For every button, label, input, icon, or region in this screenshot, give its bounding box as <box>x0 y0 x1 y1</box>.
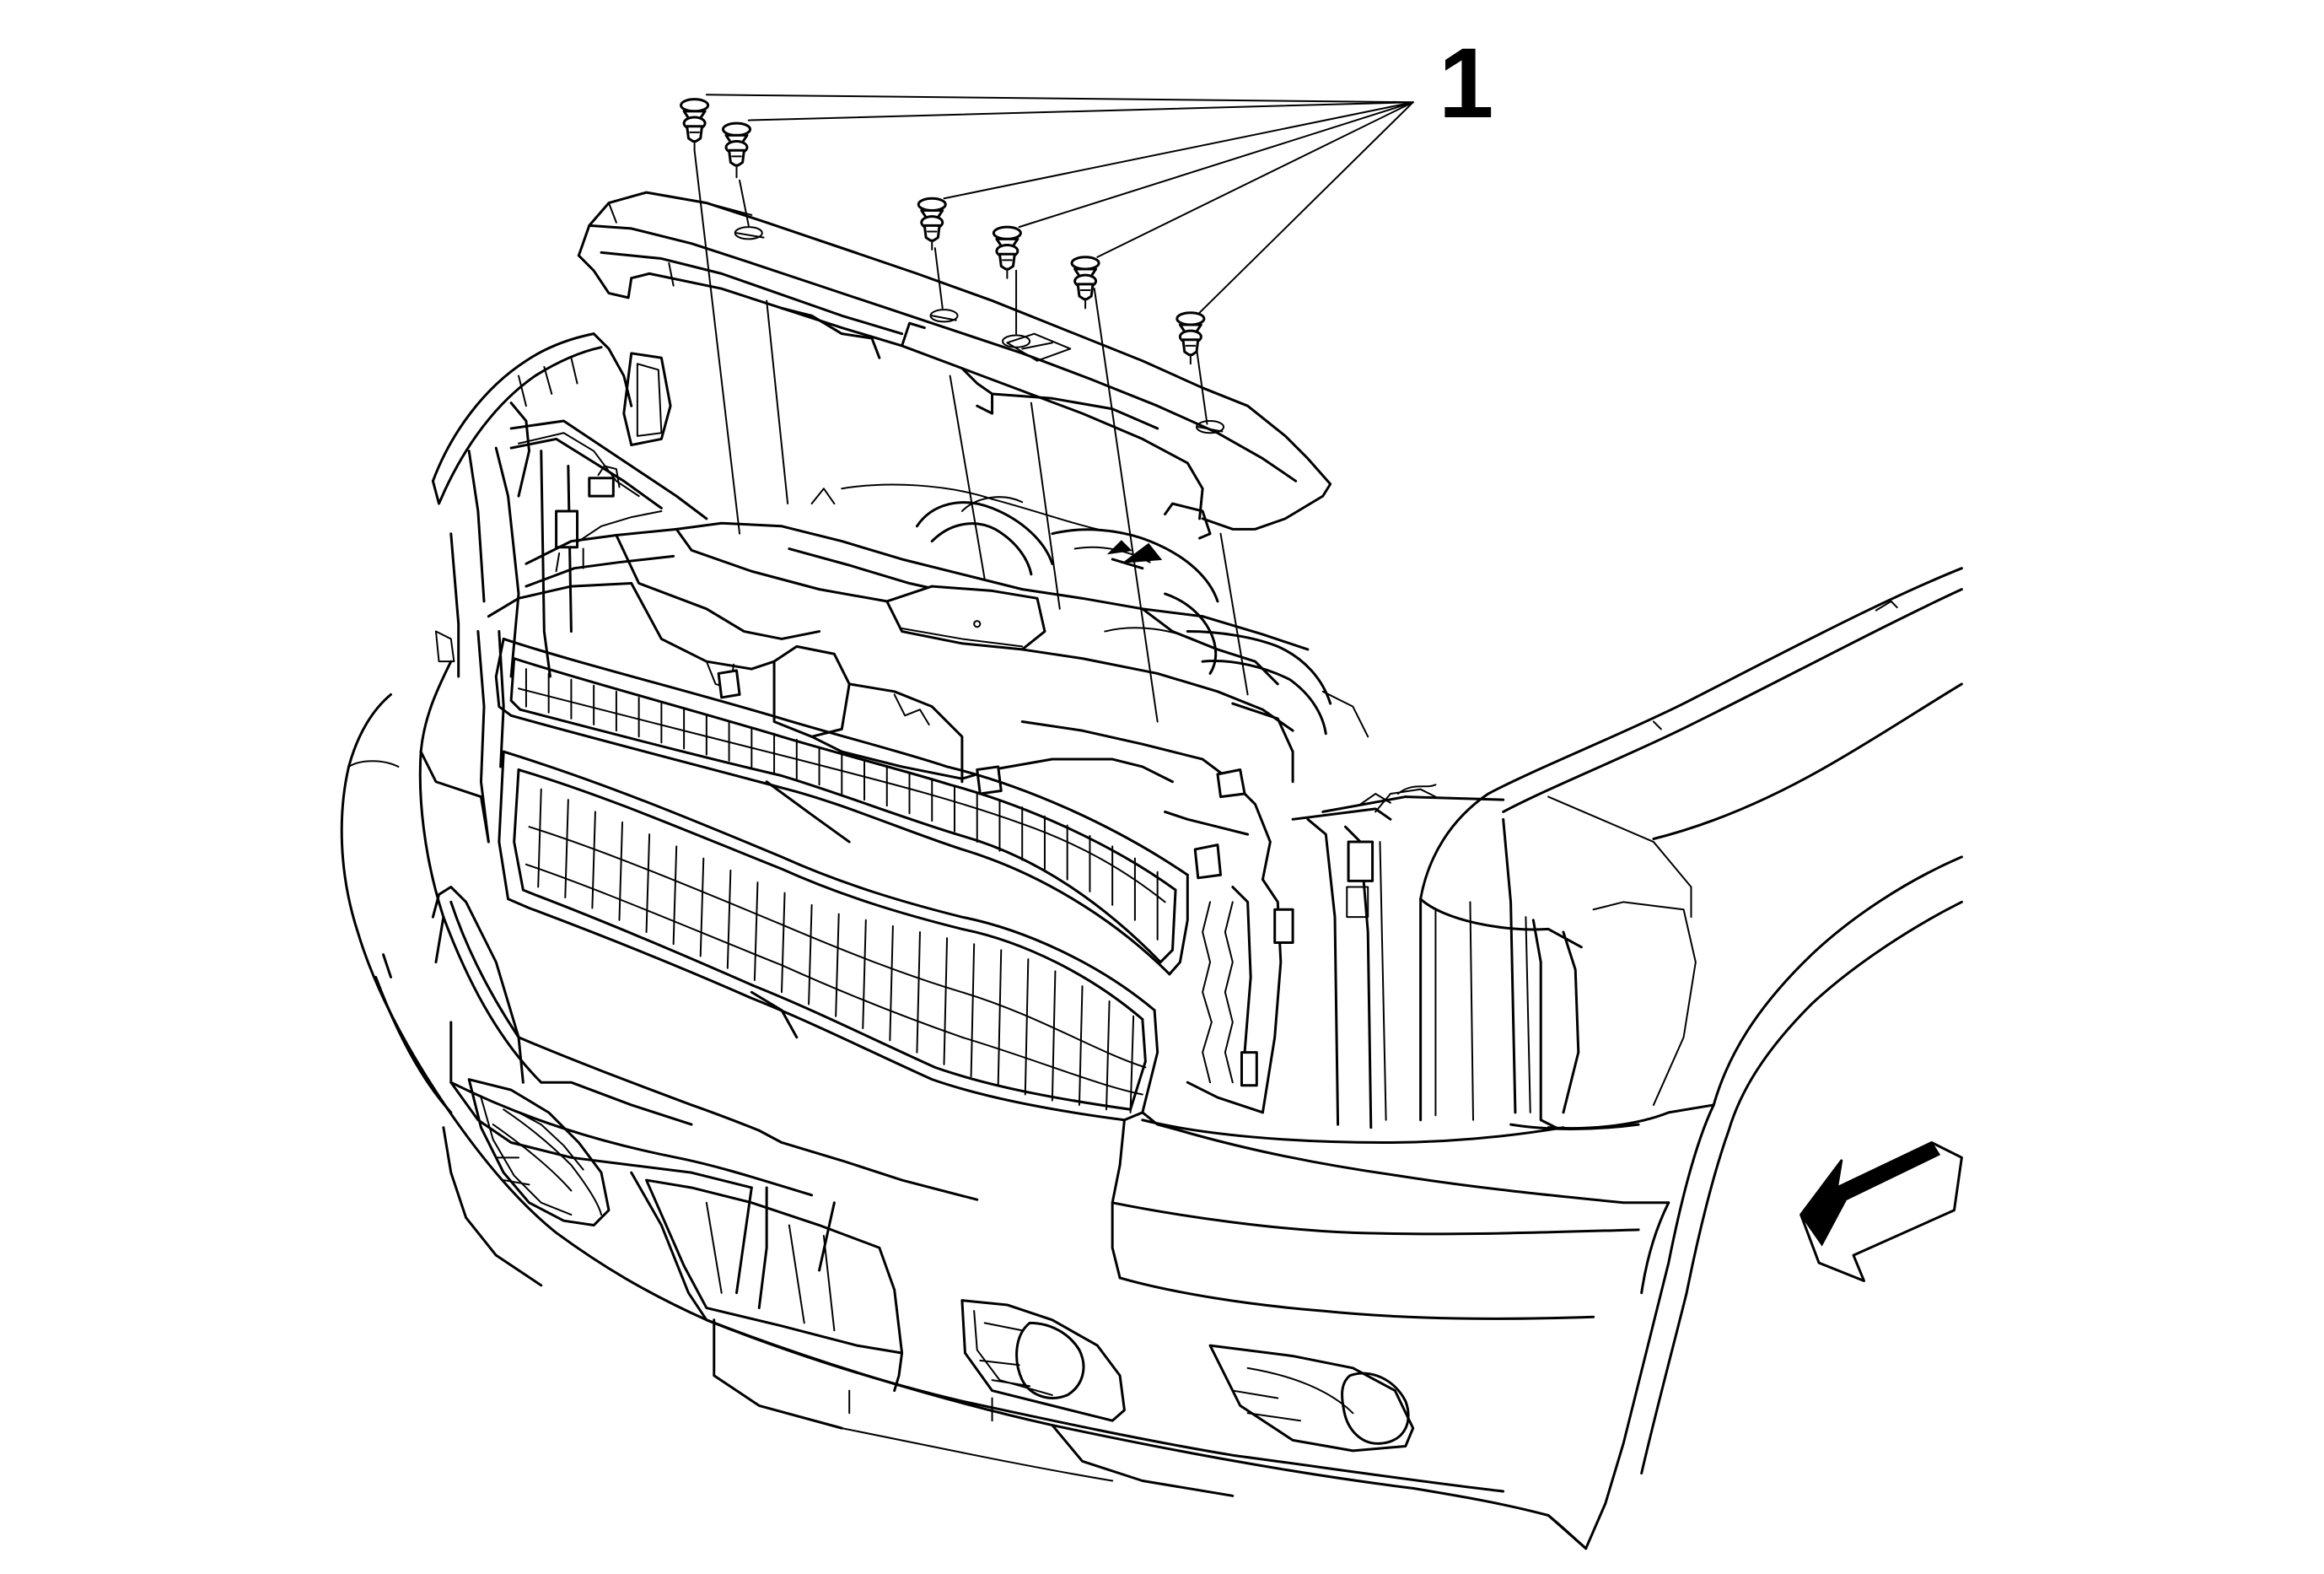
right-headlamp-opening <box>1323 790 1556 1128</box>
alignment-line-7 <box>1031 403 1060 609</box>
alignment-line-8 <box>1095 288 1158 721</box>
callout-leader-5 <box>1097 102 1412 257</box>
alignment-line-10 <box>1221 534 1248 695</box>
front-direction-arrow-icon <box>1801 1142 1962 1280</box>
license-plate-area <box>632 1172 902 1390</box>
push-pin-retainer-1 <box>681 100 708 151</box>
right-lamp-bracket <box>1187 880 1293 1113</box>
callout-leader-4 <box>1019 102 1413 227</box>
callout-number: 1 <box>1439 28 1493 138</box>
right-radiator-support <box>1293 784 1435 1127</box>
push-pin-retainer-2 <box>723 123 750 177</box>
callout-leader-6 <box>1200 102 1413 313</box>
push-pin-retainer-5 <box>1072 257 1099 309</box>
grille-upper-panel <box>578 192 1330 538</box>
front-bumper-fascia <box>342 661 1713 1549</box>
right-fog-lamp-opening <box>962 1301 1413 1451</box>
radiator-upper-support <box>526 523 1308 782</box>
alignment-line-3 <box>767 300 788 504</box>
left-radiator-support <box>436 421 707 676</box>
callout-leaders <box>707 94 1413 312</box>
right-fender <box>1421 569 1962 1549</box>
engine-bay <box>812 485 1369 737</box>
push-pin-retainer-4 <box>993 227 1020 278</box>
callout-leader-1 <box>707 94 1413 102</box>
push-pin-retainer-3 <box>918 198 945 250</box>
callout-leader-3 <box>944 102 1413 198</box>
alignment-lines <box>695 150 1248 721</box>
alignment-line-9 <box>1197 348 1207 423</box>
left-fog-lamp-opening <box>469 1080 609 1226</box>
push-pin-retainer-6 <box>1177 313 1204 364</box>
left-fender <box>433 334 670 676</box>
alignment-line-5 <box>950 376 985 579</box>
callout-leader-2 <box>749 102 1413 120</box>
grille-assembly <box>478 584 1270 1120</box>
alignment-line-4 <box>935 248 943 308</box>
alignment-line-2 <box>740 181 749 225</box>
alignment-line-1 <box>695 150 740 533</box>
